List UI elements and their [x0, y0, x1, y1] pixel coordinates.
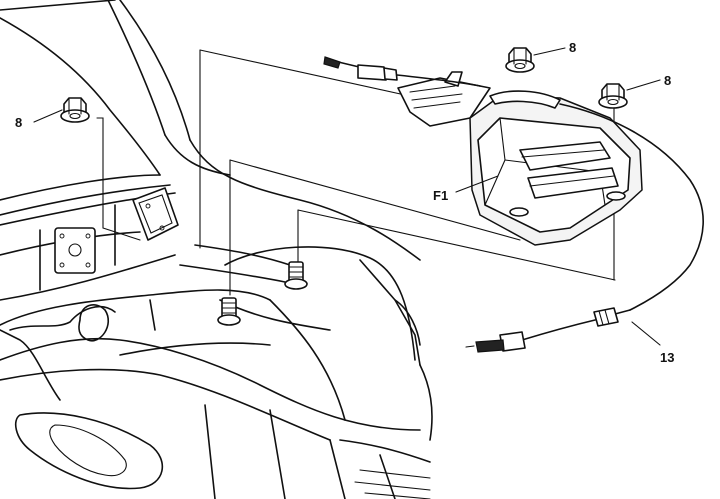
cable-assembly: [323, 56, 704, 353]
alignment-lines: [96, 49, 616, 296]
callout-label-nut-right: 8: [664, 73, 671, 88]
callout-label-cable: 13: [660, 350, 674, 365]
callout-leaders: [33, 47, 661, 346]
nut-icon: [60, 97, 90, 123]
stud-icon: [284, 261, 308, 290]
callout-label-nut-left: 8: [15, 115, 22, 130]
connector-icon: [593, 307, 619, 327]
fluid-reservoir: [397, 71, 643, 246]
vehicle-body: [0, 0, 433, 499]
callout-label-nut-top: 8: [569, 40, 576, 55]
nut-icon: [598, 83, 628, 109]
callout-label-reservoir: F1: [433, 188, 448, 203]
nut-icon: [505, 47, 535, 73]
connector-icon: [323, 56, 398, 81]
stud-icon: [217, 297, 241, 326]
